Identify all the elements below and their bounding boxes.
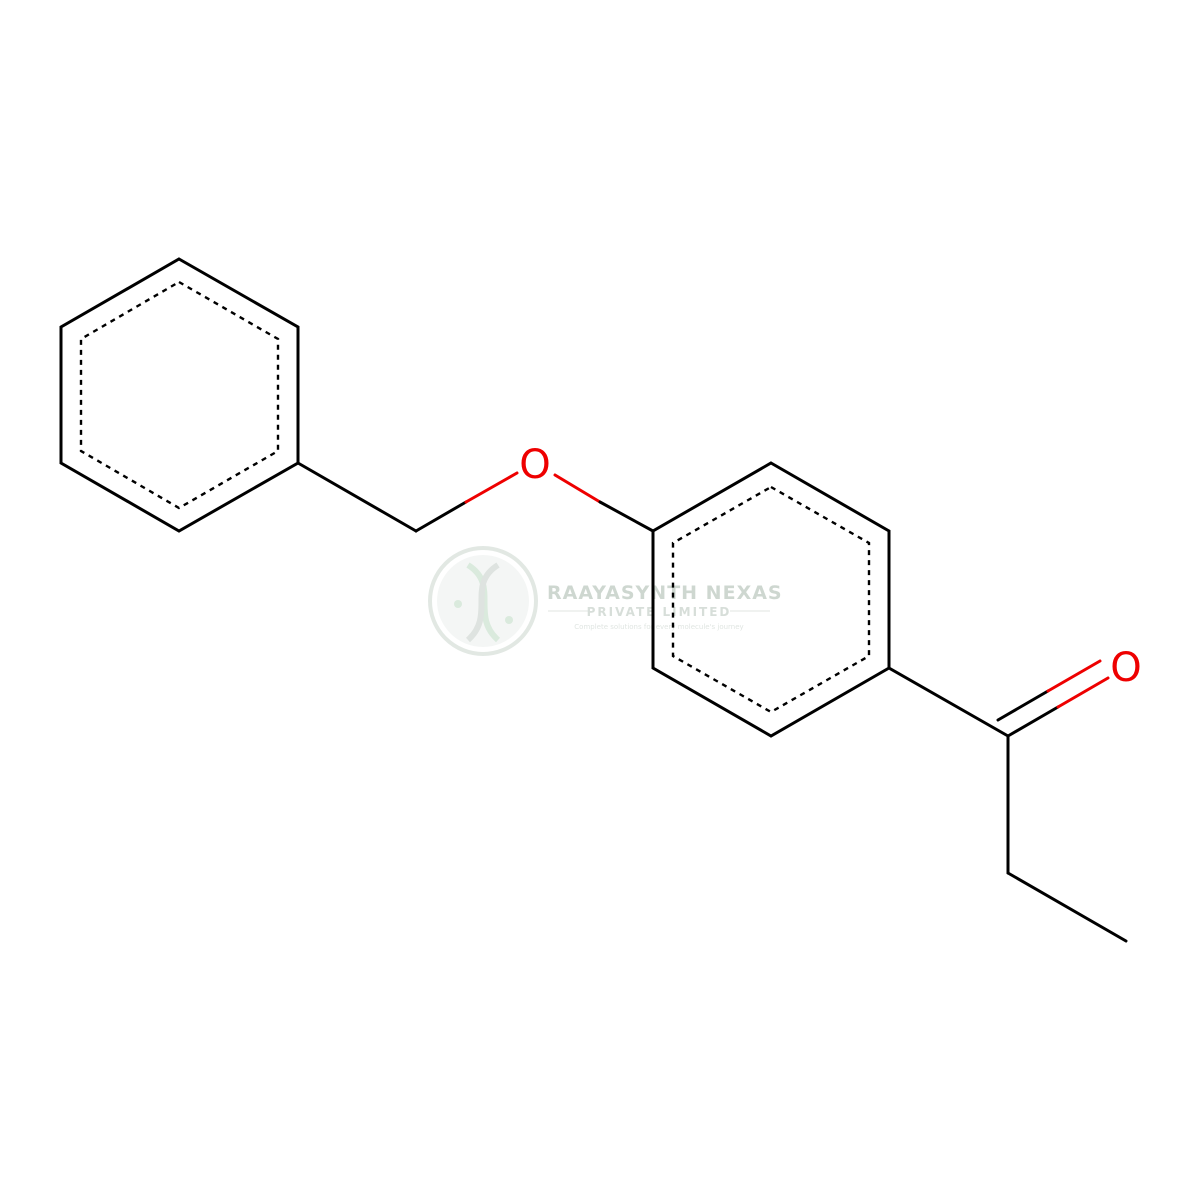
carbonyl-double-bond bbox=[996, 659, 1110, 738]
phenylene-ring bbox=[651, 461, 891, 738]
benzylic-bonds bbox=[296, 461, 655, 533]
propanoyl-chain bbox=[887, 666, 1128, 943]
watermark-subtitle: PRIVATE LIMITED bbox=[587, 605, 732, 619]
watermark-company: RAAYASYNTH NEXAS bbox=[547, 582, 783, 604]
watermark-tagline: Complete solutions for every molecule's … bbox=[574, 623, 743, 631]
carbonyl-oxygen-label: O bbox=[1110, 645, 1141, 691]
watermark: RAAYASYNTH NEXAS PRIVATE LIMITED Complet… bbox=[428, 546, 783, 656]
benzyl-ring bbox=[59, 257, 300, 533]
watermark-logo-icon bbox=[428, 546, 538, 656]
ether-oxygen-label: O bbox=[519, 442, 550, 488]
